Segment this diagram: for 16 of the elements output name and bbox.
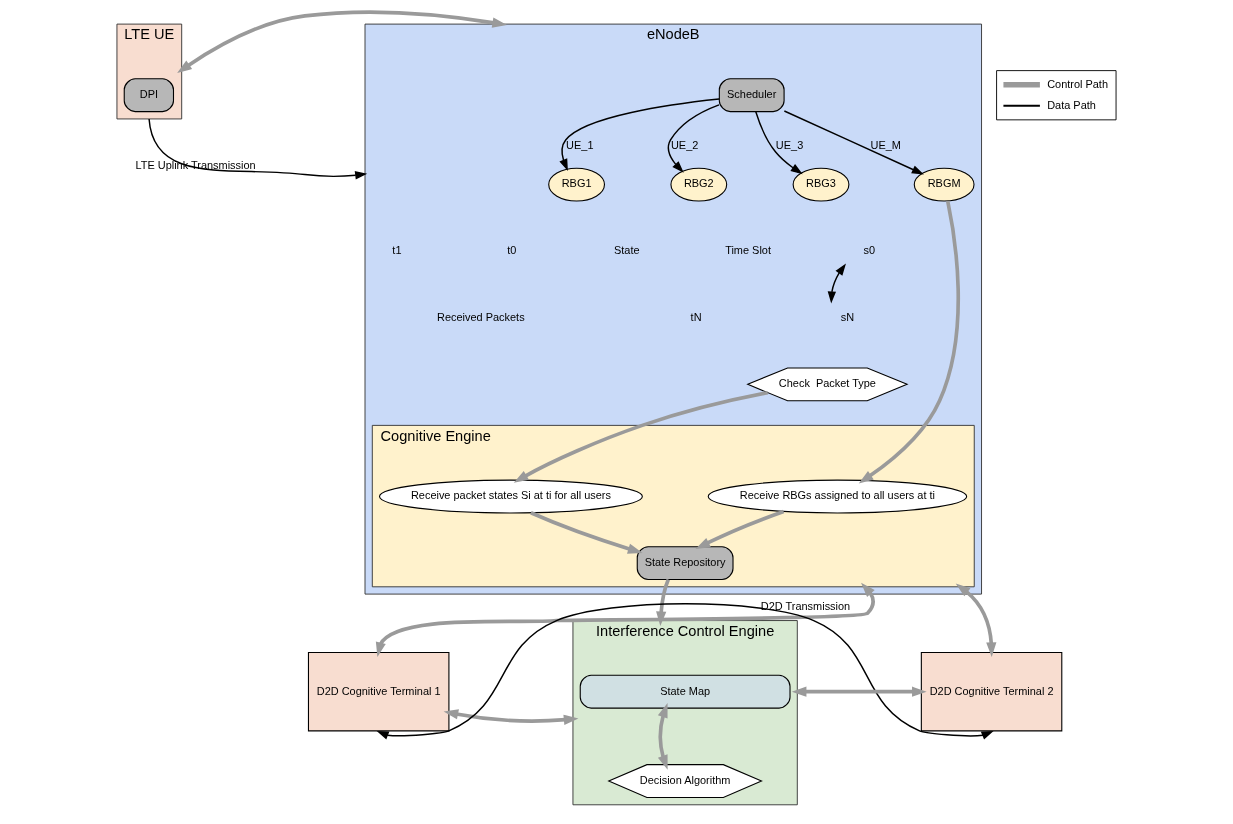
legend-label: Data Path <box>1047 98 1096 111</box>
edge-label: D2D Transmission <box>760 600 851 613</box>
label: Time Slot <box>725 244 771 257</box>
label: Received Packets <box>437 310 525 323</box>
edge-label: UE_3 <box>775 138 804 151</box>
label: tN <box>690 310 702 323</box>
edge-label: UE_2 <box>670 138 699 151</box>
label: t1 <box>392 244 402 257</box>
edge-label: UE_1 <box>566 138 594 151</box>
label: t0 <box>507 244 517 257</box>
edge-label: UE_M <box>870 138 901 151</box>
legend-label: Control Path <box>1047 77 1109 90</box>
edge-label: LTE Uplink Transmission <box>135 158 256 171</box>
label: State <box>613 244 640 257</box>
node-text: s0 <box>863 244 876 257</box>
node-text: sN <box>840 310 855 323</box>
